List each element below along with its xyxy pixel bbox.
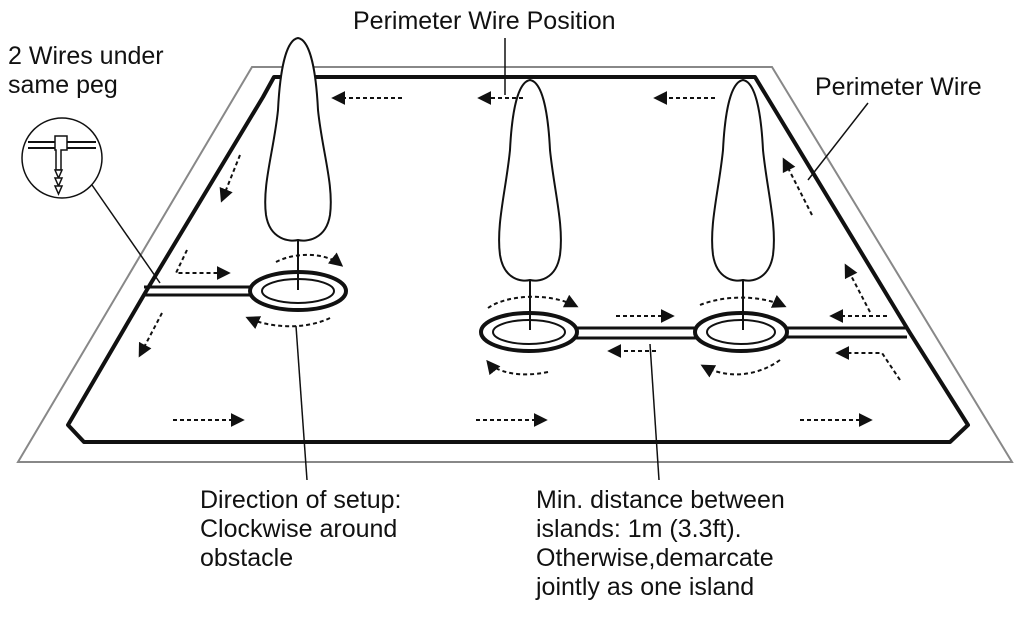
label-text: same peg (8, 71, 118, 99)
perimeter-wire-label: Perimeter Wire (815, 73, 982, 102)
dashed-arrow-icon (245, 316, 331, 330)
dashed-arrow-icon (699, 294, 787, 308)
tree-icon (711, 78, 775, 330)
label-text: jointly as one island (536, 573, 755, 601)
label-text: Direction of setup: (200, 486, 402, 514)
island-ring-inner-3 (706, 319, 776, 345)
label-text: obstacle (200, 544, 294, 572)
perimeter-wire-position-label: Perimeter Wire Position (353, 7, 616, 36)
leader-direction (295, 325, 308, 481)
label-text: Min. distance between (536, 486, 785, 514)
dashed-arrow-icon (782, 157, 813, 216)
leader-perimeter-wire (807, 102, 869, 181)
label-text: islands: 1m (3.3ft). (536, 515, 742, 543)
dashed-arrow-icon (487, 294, 579, 309)
min-distance-label: Min. distance between islands: 1m (3.3ft… (536, 486, 785, 602)
tree-icon (498, 78, 562, 330)
dashed-arrow-icon (835, 346, 901, 381)
tree-icon (264, 36, 332, 290)
label-text: Clockwise around (200, 515, 398, 543)
dashed-arrow-icon (174, 249, 231, 280)
peg-icon (53, 135, 68, 196)
peg-callout-leader (91, 184, 161, 284)
direction-arrows (138, 91, 901, 427)
label-text: Otherwise,demarcate (536, 544, 774, 572)
dashed-arrow-icon (138, 312, 163, 358)
label-text: Perimeter Wire Position (353, 7, 616, 35)
two-wires-label: 2 Wires under same peg (8, 42, 164, 100)
label-text: 2 Wires under (8, 42, 164, 70)
island-right (479, 311, 907, 353)
direction-of-setup-label: Direction of setup: Clockwise around obs… (200, 486, 402, 573)
dashed-arrow-icon (486, 359, 549, 376)
perimeter-wire (66, 75, 970, 444)
dashed-arrow-icon (219, 154, 241, 203)
dashed-arrow-icon (844, 263, 871, 313)
label-text: Perimeter Wire (815, 73, 982, 101)
dashed-arrow-icon (700, 359, 781, 378)
peg-callout (21, 117, 161, 284)
leader-min-distance (649, 343, 660, 481)
peg-callout-circle (21, 117, 103, 199)
